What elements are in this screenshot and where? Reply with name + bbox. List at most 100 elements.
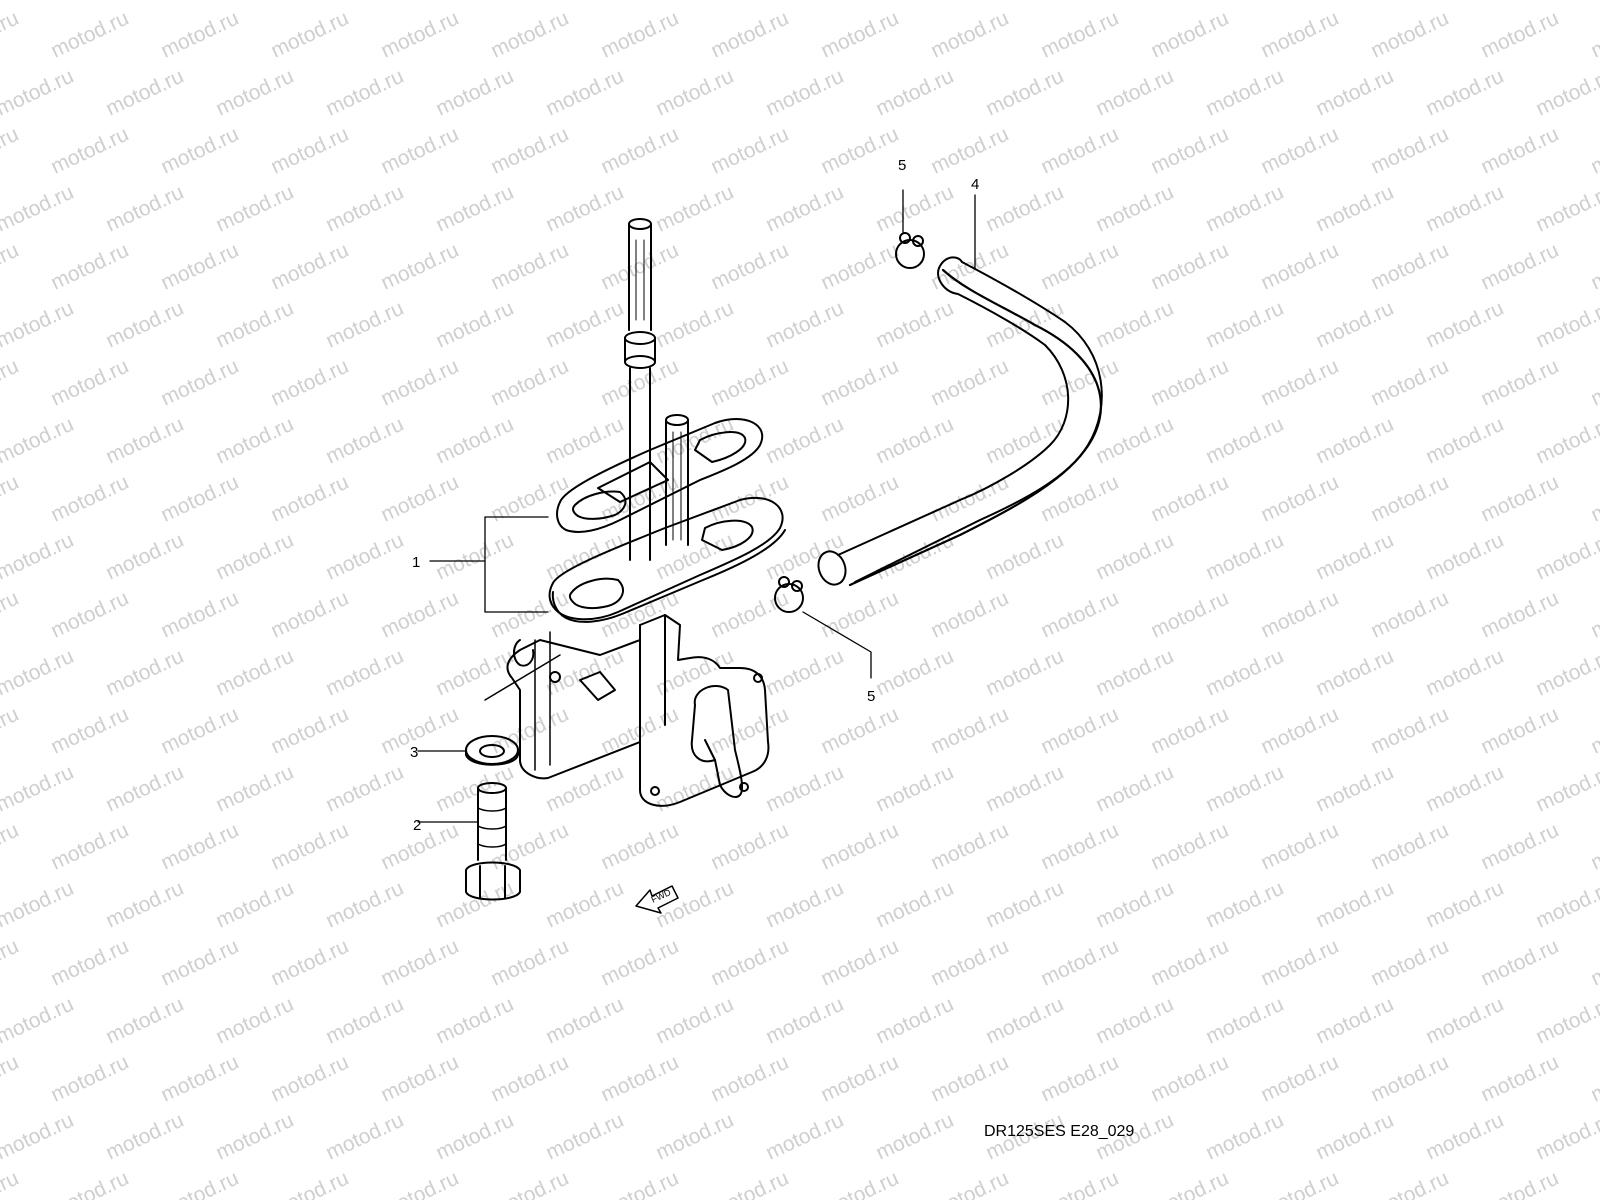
watermark-text: motod.ru bbox=[322, 0, 407, 5]
watermark-text: motod.ru bbox=[872, 761, 957, 817]
watermark-text: motod.ru bbox=[652, 0, 737, 5]
watermark-text: motod.ru bbox=[1532, 993, 1600, 1049]
watermark-text: motod.ru bbox=[872, 65, 957, 121]
watermark-text: motod.ru bbox=[267, 935, 352, 991]
watermark-text: motod.ru bbox=[542, 297, 627, 353]
watermark-text: motod.ru bbox=[1037, 123, 1122, 179]
watermark-text: motod.ru bbox=[762, 181, 847, 237]
watermark-text: motod.ru bbox=[102, 1109, 187, 1165]
watermark-text: motod.ru bbox=[212, 993, 297, 1049]
watermark-text: motod.ru bbox=[982, 993, 1067, 1049]
watermark-text: motod.ru bbox=[1202, 993, 1287, 1049]
watermark-text: motod.ru bbox=[652, 1109, 737, 1165]
watermark-text: motod.ru bbox=[47, 355, 132, 411]
watermark-text: motod.ru bbox=[487, 1051, 572, 1107]
watermark-text: motod.ru bbox=[927, 703, 1012, 759]
watermark-text: motod.ru bbox=[377, 123, 462, 179]
watermark-text: motod.ru bbox=[597, 819, 682, 875]
watermark-text: motod.ru bbox=[597, 1167, 682, 1200]
watermark-text: motod.ru bbox=[1257, 587, 1342, 643]
watermark-text: motod.ru bbox=[597, 935, 682, 991]
watermark-text: motod.ru bbox=[1477, 239, 1562, 295]
watermark-text: motod.ru bbox=[267, 7, 352, 63]
watermark-text: motod.ru bbox=[0, 7, 22, 63]
watermark-text: motod.ru bbox=[872, 0, 957, 5]
watermark-text: motod.ru bbox=[1147, 1167, 1232, 1200]
watermark-text: motod.ru bbox=[0, 1051, 22, 1107]
watermark-text: motod.ru bbox=[1532, 1109, 1600, 1165]
watermark-text: motod.ru bbox=[102, 413, 187, 469]
watermark-text: motod.ru bbox=[542, 877, 627, 933]
watermark-text: motod.ru bbox=[542, 65, 627, 121]
watermark-text: motod.ru bbox=[0, 1109, 77, 1165]
watermark-text: motod.ru bbox=[597, 123, 682, 179]
watermark-text: motod.ru bbox=[927, 7, 1012, 63]
watermark-text: motod.ru bbox=[1257, 355, 1342, 411]
watermark-text: motod.ru bbox=[1312, 65, 1397, 121]
diagram-caption: DR125SES E28_029 bbox=[984, 1123, 1135, 1140]
watermark-text: motod.ru bbox=[1257, 935, 1342, 991]
watermark-text: motod.ru bbox=[487, 471, 572, 527]
watermark-text: motod.ru bbox=[1367, 123, 1452, 179]
watermark-text: motod.ru bbox=[1312, 0, 1397, 5]
watermark-text: motod.ru bbox=[0, 1167, 22, 1200]
watermark-text: motod.ru bbox=[47, 819, 132, 875]
watermark-text: motod.ru bbox=[1312, 877, 1397, 933]
watermark-text: motod.ru bbox=[707, 819, 792, 875]
watermark-text: motod.ru bbox=[377, 7, 462, 63]
watermark-text: motod.ru bbox=[1257, 471, 1342, 527]
watermark-text: motod.ru bbox=[212, 297, 297, 353]
watermark-text: motod.ru bbox=[1037, 819, 1122, 875]
watermark-text: motod.ru bbox=[1422, 877, 1507, 933]
watermark-text: motod.ru bbox=[102, 0, 187, 5]
watermark-text: motod.ru bbox=[1202, 181, 1287, 237]
watermark-text: motod.ru bbox=[0, 877, 77, 933]
watermark-text: motod.ru bbox=[0, 529, 77, 585]
watermark-text: motod.ru bbox=[377, 355, 462, 411]
watermark-text: motod.ru bbox=[1257, 819, 1342, 875]
watermark-text: motod.ru bbox=[817, 1051, 902, 1107]
watermark-text: motod.ru bbox=[432, 0, 517, 5]
watermark-text: motod.ru bbox=[377, 1051, 462, 1107]
watermark-text: motod.ru bbox=[0, 993, 77, 1049]
watermark-text: motod.ru bbox=[817, 355, 902, 411]
watermark-text: motod.ru bbox=[267, 703, 352, 759]
watermark-text: motod.ru bbox=[1092, 761, 1177, 817]
watermark-text: motod.ru bbox=[762, 1109, 847, 1165]
watermark-text: motod.ru bbox=[47, 471, 132, 527]
watermark-text: motod.ru bbox=[1202, 1109, 1287, 1165]
watermark-text: motod.ru bbox=[432, 181, 517, 237]
watermark-text: motod.ru bbox=[707, 1167, 792, 1200]
watermark-text: motod.ru bbox=[762, 993, 847, 1049]
watermark-text: motod.ru bbox=[322, 181, 407, 237]
watermark-text: motod.ru bbox=[817, 239, 902, 295]
watermark-text: motod.ru bbox=[157, 123, 242, 179]
fuel-hose bbox=[817, 256, 1103, 587]
watermark-text: motod.ru bbox=[982, 297, 1067, 353]
watermark-text: motod.ru bbox=[102, 529, 187, 585]
watermark-text: motod.ru bbox=[1312, 529, 1397, 585]
watermark-text: motod.ru bbox=[1037, 587, 1122, 643]
watermark-text: motod.ru bbox=[1477, 1167, 1562, 1200]
watermark-text: motod.ru bbox=[322, 529, 407, 585]
watermark-text: motod.ru bbox=[377, 239, 462, 295]
watermark-text: motod.ru bbox=[322, 877, 407, 933]
watermark-text: motod.ru bbox=[1037, 7, 1122, 63]
watermark-text: motod.ru bbox=[1312, 645, 1397, 701]
watermark-text: motod.ru bbox=[927, 1051, 1012, 1107]
watermark-text: motod.ru bbox=[267, 355, 352, 411]
watermark-text: motod.ru bbox=[1532, 65, 1600, 121]
watermark-text: motod.ru bbox=[432, 65, 517, 121]
watermark-text: motod.ru bbox=[817, 123, 902, 179]
watermark-text: motod.ru bbox=[1587, 239, 1600, 295]
watermark-text: motod.ru bbox=[707, 7, 792, 63]
watermark-text: motod.ru bbox=[1037, 471, 1122, 527]
watermark-text: motod.ru bbox=[0, 0, 77, 5]
watermark-text: motod.ru bbox=[982, 529, 1067, 585]
watermark-text: motod.ru bbox=[1587, 355, 1600, 411]
watermark-text: motod.ru bbox=[542, 1109, 627, 1165]
watermark-text: motod.ru bbox=[597, 471, 682, 527]
callout-5-lower: 5 bbox=[867, 688, 875, 705]
watermark-text: motod.ru bbox=[1147, 819, 1232, 875]
